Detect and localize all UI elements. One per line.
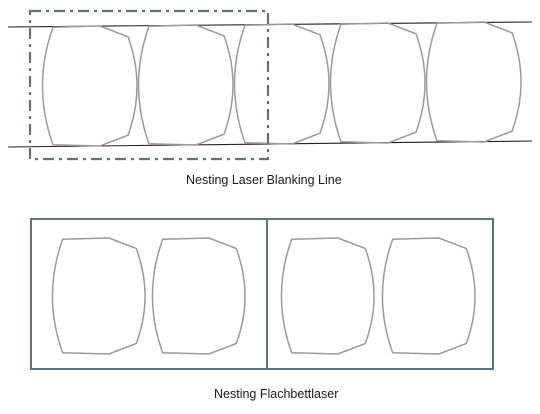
bottom-diagram-caption: Nesting Flachbettlaser: [214, 387, 339, 401]
bottom-blank-group: [51, 237, 476, 355]
blank-outline: [51, 237, 146, 355]
blank-outline: [137, 24, 234, 146]
blank-outline: [425, 21, 522, 143]
top-diagram-caption: Nesting Laser Blanking Line: [186, 173, 342, 187]
coil-strip: [7, 21, 533, 148]
blank-outline: [151, 237, 246, 355]
flatbed-sheets: [30, 218, 494, 370]
top-blank-group: [41, 21, 522, 147]
cut-window-frame: [28, 9, 270, 161]
blank-outline: [233, 23, 330, 145]
blank-outline: [280, 237, 375, 355]
sheet-frame: [30, 218, 494, 370]
blank-outline: [41, 25, 138, 147]
blank-outline: [329, 22, 426, 144]
blank-outline: [381, 237, 476, 355]
